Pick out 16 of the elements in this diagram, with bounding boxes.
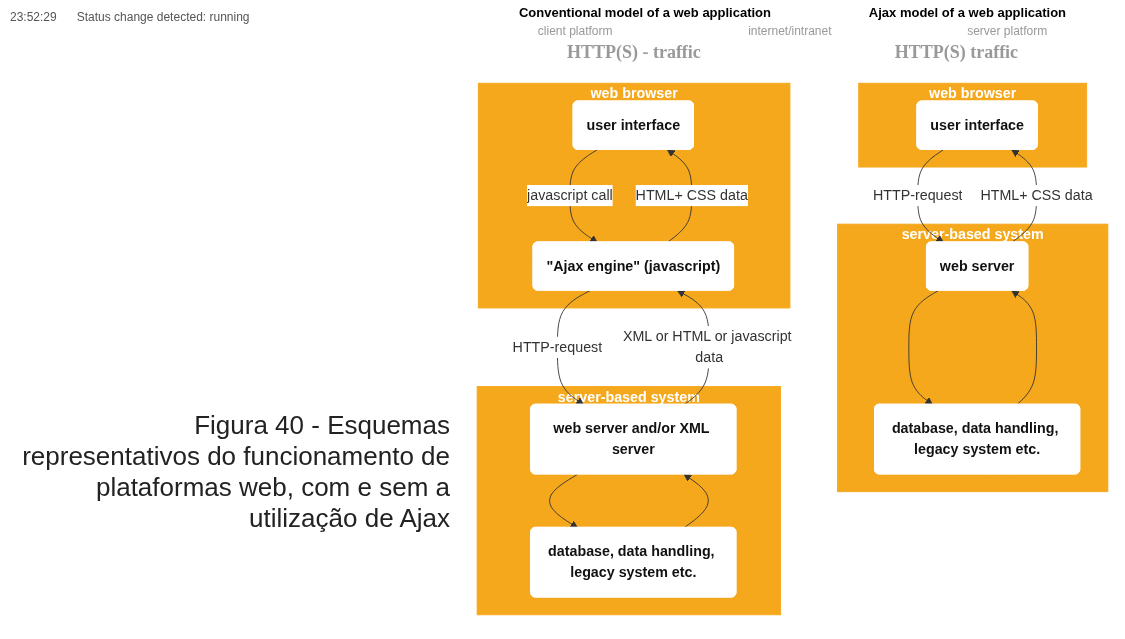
traffic-label: HTTP(S) - traffic	[566, 42, 701, 63]
traffic-label: HTTP(S) traffic	[894, 42, 1019, 63]
timestamp-text: 23:52:29	[10, 10, 57, 24]
status-text: Status change detected: running	[76, 10, 250, 24]
column-heading: Ajax model of a web application	[868, 5, 1067, 20]
edge-label: javascript call	[527, 187, 613, 203]
figure-caption: Figura 40 - Esquemas representativos do funcionamento de plataformas web, com e sem a utilização de Ajax	[21, 410, 450, 534]
edge-label: HTML+ CSS data	[980, 187, 1093, 203]
platform-label: server platform	[967, 24, 1048, 38]
edge-label: HTTP-request	[512, 339, 603, 355]
edge-label: HTTP-request	[872, 187, 963, 203]
platform-label: internet/intranet	[748, 24, 832, 38]
edge-label: HTML+ CSS data	[635, 187, 748, 203]
column-heading: Conventional model of a web application	[518, 5, 771, 20]
edge-label: XML or HTML or javascript data	[622, 328, 792, 366]
platform-label: client platform	[537, 24, 613, 38]
